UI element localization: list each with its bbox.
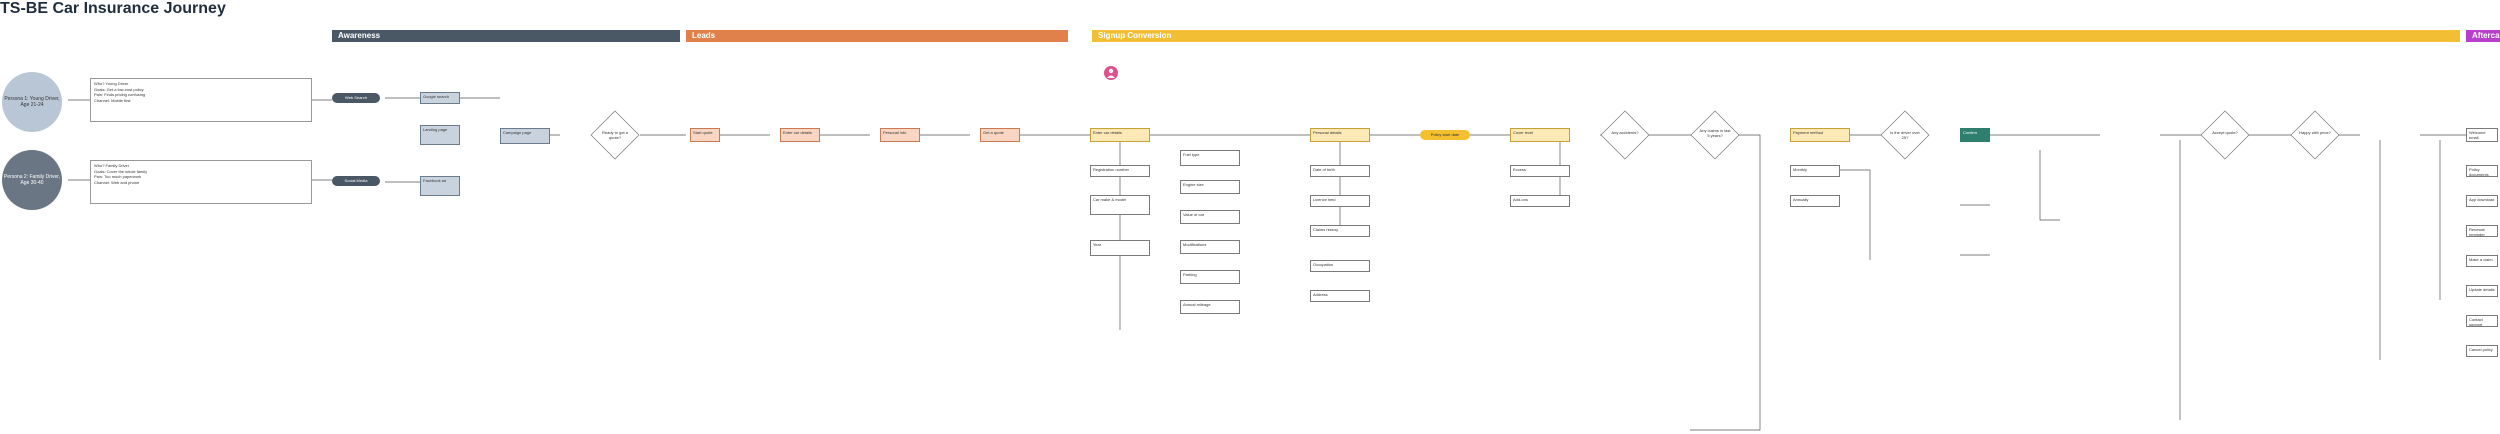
page-title: TS-BE Car Insurance Journey (0, 0, 226, 17)
signup-decision-accidents (1600, 110, 1650, 160)
awareness-node-landing[interactable]: Landing page (420, 125, 460, 145)
signup-decision-accidents-label: Any accidents? (1611, 130, 1639, 135)
signup-node-annually[interactable]: Annually (1790, 195, 1840, 207)
signup-node-address[interactable]: Address (1310, 290, 1370, 302)
awareness-social-pill[interactable]: Social Media (332, 176, 380, 186)
persona-1-note-pain: Pain: Finds pricing confusing (94, 92, 146, 97)
user-icon-glyph (1107, 68, 1115, 78)
aftercare-node-cancel[interactable]: Cancel policy (2466, 345, 2498, 357)
persona-1-note-channel: Channel: Mobile first (94, 97, 131, 103)
signup-node-payment[interactable]: Payment method (1790, 128, 1850, 142)
signup-node-mods[interactable]: Modifications (1180, 240, 1240, 254)
aftercare-node-docs[interactable]: Policy documents (2466, 165, 2498, 177)
lane-aftercare: Aftercare (2466, 30, 2500, 42)
signup-node-start-date[interactable]: Policy start date (1420, 130, 1470, 140)
persona-1-note-goals: Goals: Get a low-cost policy (94, 86, 144, 92)
awareness-node-google[interactable]: Google search (420, 92, 460, 104)
persona-2-notes: Who? Family Driver Goals: Cover the whol… (90, 160, 312, 204)
persona-1-label: Persona 1: Young Driver, Age 21-24 (4, 96, 60, 108)
signup-decision-claims (1690, 110, 1740, 160)
awareness-decision-label: Ready to get a quote? (601, 130, 629, 140)
persona-2-note-pain: Pain: Too much paperwork (94, 174, 142, 179)
signup-decision-price (2290, 110, 2340, 160)
signup-node-dob[interactable]: Date of birth (1310, 165, 1370, 177)
signup-node-fuel[interactable]: Fuel type (1180, 150, 1240, 166)
signup-decision-claims-label: Any claims in last 5 years? (1699, 128, 1731, 138)
persona-1-avatar: Persona 1: Young Driver, Age 21-24 (2, 72, 62, 132)
signup-node-cover[interactable]: Cover level (1510, 128, 1570, 142)
signup-decision-age (1880, 110, 1930, 160)
aftercare-node-claim[interactable]: Make a claim (2466, 255, 2498, 267)
persona-2-note-who: Who? Family Driver (94, 163, 130, 168)
leads-node-quote[interactable]: Get a quote (980, 128, 1020, 142)
persona-2-label: Persona 2: Family Driver, Age 30-40 (3, 174, 61, 186)
signup-decision-price-label: Happy with price? (2299, 130, 2331, 135)
persona-2-note-channel: Channel: Web and phone (94, 179, 140, 185)
aftercare-node-renewal[interactable]: Renewal reminder (2466, 225, 2498, 237)
leads-node-personal[interactable]: Personal info (880, 128, 920, 142)
signup-node-addons[interactable]: Add-ons (1510, 195, 1570, 207)
signup-node-reg[interactable]: Registration number (1090, 165, 1150, 177)
signup-node-claims[interactable]: Claims history (1310, 225, 1370, 237)
signup-node-car[interactable]: Enter car details (1090, 128, 1150, 142)
persona-2-avatar: Persona 2: Family Driver, Age 30-40 (2, 150, 62, 210)
signup-node-excess[interactable]: Excess (1510, 165, 1570, 177)
aftercare-node-update[interactable]: Update details (2466, 285, 2498, 297)
persona-1-notes: Who? Young Driver Goals: Get a low-cost … (90, 78, 312, 122)
leads-node-car[interactable]: Enter car details (780, 128, 820, 142)
signup-node-licence[interactable]: Licence held (1310, 195, 1370, 207)
signup-node-year[interactable]: Year (1090, 240, 1150, 256)
lane-awareness: Awareness (332, 30, 680, 42)
signup-node-engine[interactable]: Engine size (1180, 180, 1240, 194)
lane-signup: Signup Conversion (1092, 30, 2460, 42)
signup-decision-age-label: Is the driver over 25? (1890, 130, 1920, 140)
aftercare-node-welcome[interactable]: Welcome email (2466, 128, 2498, 142)
signup-node-parking[interactable]: Parking (1180, 270, 1240, 284)
aftercare-node-support[interactable]: Contact support (2466, 315, 2498, 327)
signup-decision-accept (2200, 110, 2250, 160)
lane-leads: Leads (686, 30, 1068, 42)
awareness-decision-diamond (590, 110, 640, 160)
persona-1-note-who: Who? Young Driver (94, 81, 129, 86)
signup-node-make[interactable]: Car make & model (1090, 195, 1150, 215)
signup-node-mileage[interactable]: Annual mileage (1180, 300, 1240, 314)
signup-node-personal[interactable]: Personal details (1310, 128, 1370, 142)
user-icon (1104, 66, 1118, 80)
awareness-node-campaign[interactable]: Campaign page (500, 128, 550, 144)
signup-node-occupation[interactable]: Occupation (1310, 260, 1370, 272)
leads-node-start[interactable]: Start quote (690, 128, 720, 142)
signup-node-value[interactable]: Value of car (1180, 210, 1240, 224)
awareness-web-search-pill[interactable]: Web Search (332, 93, 380, 103)
signup-decision-accept-label: Accept quote? (2212, 130, 2238, 135)
persona-2-note-goals: Goals: Cover the whole family (94, 168, 148, 174)
awareness-node-facebook[interactable]: Facebook ad (420, 176, 460, 196)
signup-node-monthly[interactable]: Monthly (1790, 165, 1840, 177)
signup-node-confirm[interactable]: Confirm (1960, 128, 1990, 142)
aftercare-node-app[interactable]: App download (2466, 195, 2498, 207)
